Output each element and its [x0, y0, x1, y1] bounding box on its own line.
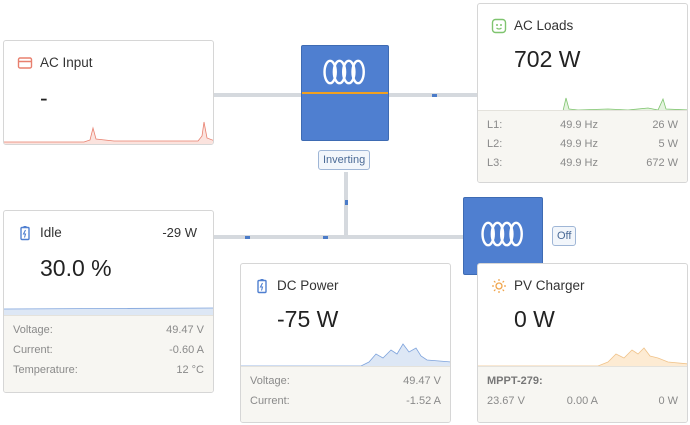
victron-logo-icon	[323, 59, 365, 85]
voltage-label: Voltage:	[13, 324, 53, 336]
dc-power-card[interactable]: DC Power -75 W Voltage: 49.47 V Current:…	[240, 263, 451, 423]
pv-charger-card[interactable]: PV Charger 0 W MPPT-279: 23.67 V 0.00 A …	[477, 263, 688, 423]
current-label: Current:	[250, 395, 290, 407]
voltage-value: 49.47 V	[166, 324, 204, 336]
dc-power-value: -75 W	[277, 306, 339, 332]
dc-power-details: Voltage: 49.47 V Current: -1.52 A	[241, 366, 450, 422]
dc-battery-icon	[257, 279, 267, 294]
voltage-value: 49.47 V	[403, 375, 441, 387]
pv-charger-title: PV Charger	[514, 278, 585, 293]
connector-dot	[323, 236, 328, 239]
mppt-voltage: 23.67 V	[487, 395, 525, 407]
current-value: -1.52 A	[406, 395, 441, 407]
mppt-current: 0.00 A	[566, 395, 598, 407]
mppt-power: 0 W	[658, 395, 678, 407]
voltage-label: Voltage:	[250, 375, 290, 387]
phase-power: 26 W	[652, 119, 678, 131]
pv-charger-device[interactable]	[463, 197, 543, 275]
ac-input-title: AC Input	[40, 55, 93, 70]
temperature-value: 12 °C	[176, 364, 204, 376]
battery-power: -29 W	[162, 225, 197, 240]
battery-title: Idle	[40, 225, 62, 240]
ac-input-icon	[17, 57, 33, 69]
phase-frequency: 49.9 Hz	[560, 157, 598, 169]
battery-card[interactable]: Idle -29 W 30.0 % Voltage: 49.47 V Curre…	[3, 210, 214, 393]
ac-input-sparkline	[4, 121, 213, 144]
phase-label: L1:	[487, 119, 503, 131]
ac-loads-details: L1: 49.9 Hz 26 W L2: 49.9 Hz 5 W L3: 49.…	[478, 110, 687, 182]
phase-label: L2:	[487, 138, 503, 150]
phase-label: L3:	[487, 157, 503, 169]
temperature-label: Temperature:	[13, 364, 78, 376]
battery-details: Voltage: 49.47 V Current: -0.60 A Temper…	[4, 315, 213, 392]
ac-loads-value: 702 W	[514, 46, 581, 72]
ac-loads-icon	[491, 18, 507, 34]
connector-dot	[245, 236, 250, 239]
current-value: -0.60 A	[169, 344, 204, 356]
ac-loads-title: AC Loads	[514, 18, 574, 33]
inverter-status-line	[302, 92, 388, 94]
inverter-status-badge: Inverting	[318, 150, 371, 170]
line-battery-bus	[213, 235, 464, 239]
line-acin-inverter	[213, 93, 302, 97]
dc-power-sparkline	[241, 343, 450, 368]
line-inverter-down	[344, 172, 348, 238]
phase-power: 5 W	[658, 138, 678, 150]
mppt-device-name: MPPT-279:	[487, 375, 543, 387]
battery-icon	[20, 226, 30, 241]
current-label: Current:	[13, 344, 53, 356]
pv-charger-status-badge: Off	[552, 226, 577, 246]
phase-frequency: 49.9 Hz	[560, 138, 598, 150]
connector-dot	[345, 200, 348, 205]
pv-charger-sparkline	[478, 347, 687, 368]
battery-sparkline	[4, 307, 213, 317]
battery-soc: 30.0 %	[40, 255, 112, 281]
connector-dot	[432, 94, 437, 97]
ac-input-card[interactable]: AC Input -	[3, 40, 214, 145]
pv-charger-details: MPPT-279: 23.67 V 0.00 A 0 W	[478, 366, 687, 422]
phase-frequency: 49.9 Hz	[560, 119, 598, 131]
dc-power-title: DC Power	[277, 278, 339, 293]
ac-loads-card[interactable]: AC Loads 702 W L1: 49.9 Hz 26 W L2: 49.9…	[477, 3, 688, 183]
inverter-device[interactable]	[301, 45, 389, 141]
phase-power: 672 W	[646, 157, 678, 169]
sun-icon	[492, 279, 506, 293]
victron-logo-icon	[481, 221, 523, 247]
ac-input-value: -	[40, 85, 48, 111]
pv-charger-value: 0 W	[514, 306, 555, 332]
